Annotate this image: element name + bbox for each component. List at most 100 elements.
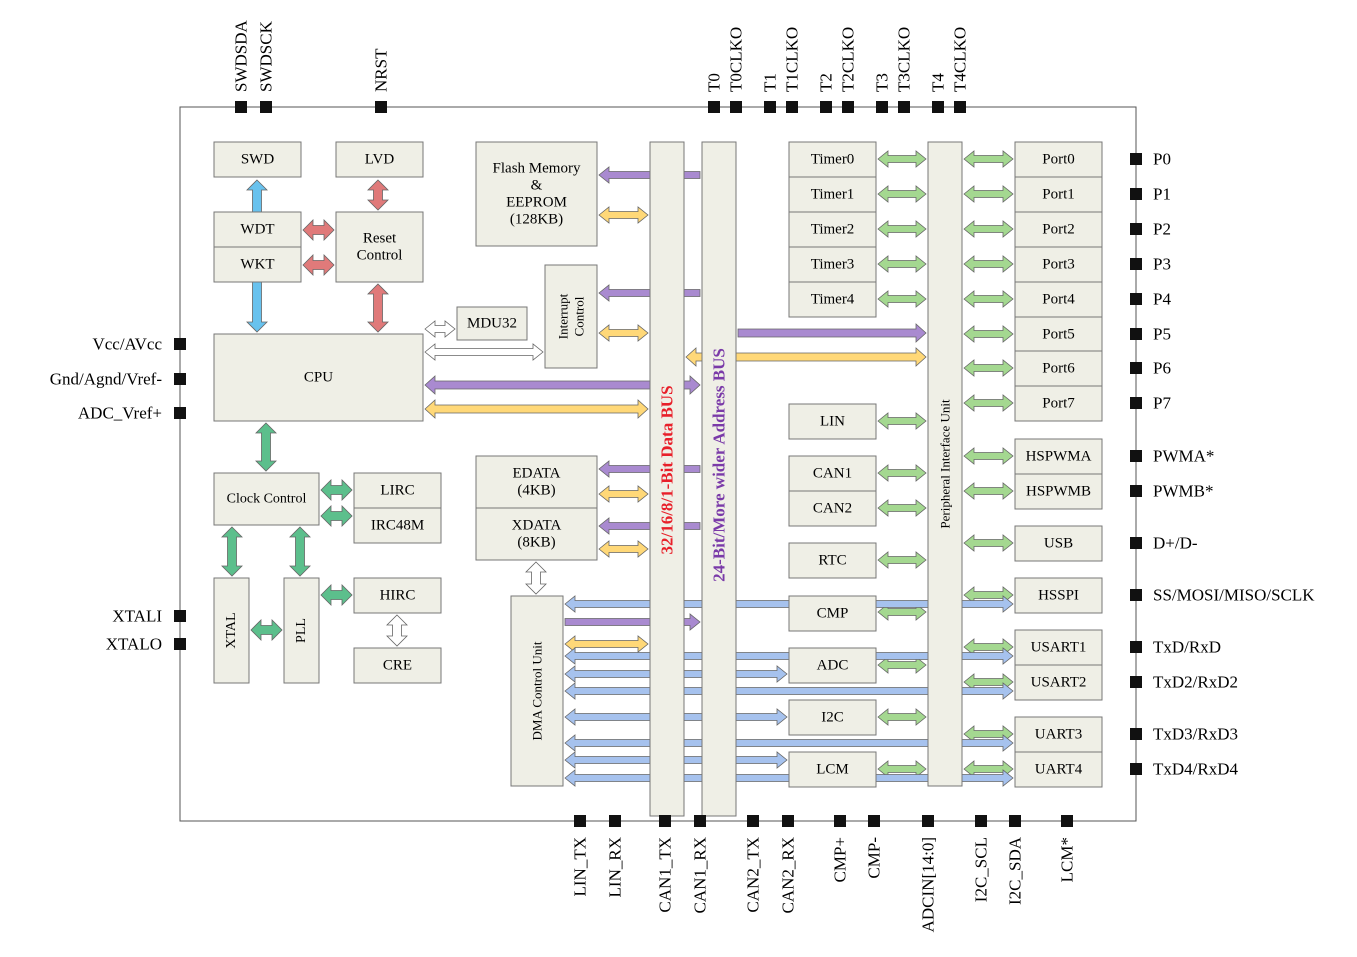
pin-top-t4 <box>932 101 944 113</box>
piu-periph-arrow-2 <box>963 534 1014 552</box>
peripheral-interface-unit <box>927 141 963 787</box>
pin-left-vcc-avcc <box>174 338 186 350</box>
wkt-block <box>213 246 302 283</box>
rtc-block <box>788 542 877 579</box>
lvd-reset-arrow <box>367 179 389 211</box>
xdata-dma-arrow <box>525 561 547 595</box>
piu-periph-arrow-6 <box>963 725 1014 743</box>
pin-right-txd4-rxd4 <box>1130 763 1142 775</box>
pin-right-ss-mosi-miso-sclk <box>1130 589 1142 601</box>
label-top-t0clko: T0CLKO <box>727 27 746 92</box>
pin-right-d-d <box>1130 537 1142 549</box>
cmp-block-label: CMP <box>817 606 849 622</box>
port-block-0-label: Port0 <box>1042 152 1075 168</box>
interrupt-control-block-label-1: Interrupt <box>556 293 571 339</box>
pll-block-label: PLL <box>294 618 309 643</box>
clock-pll-arrow <box>289 526 311 577</box>
piu-periph-arrow-3 <box>963 586 1014 604</box>
pin-top-t1 <box>764 101 776 113</box>
lirc-block <box>353 472 442 509</box>
pll-block <box>283 577 320 684</box>
timer-block-4 <box>788 281 877 318</box>
label-right-p1: P1 <box>1153 185 1171 204</box>
swd-block-label: SWD <box>241 152 275 168</box>
rtc-block-label: RTC <box>818 553 846 569</box>
port-block-7 <box>1014 385 1103 422</box>
chip-outline <box>179 106 1137 822</box>
pin-right-pwmb <box>1130 485 1142 497</box>
mdu32-block-label: MDU32 <box>467 316 517 332</box>
label-right-txd4-rxd4: TxD4/RxD4 <box>1153 760 1239 779</box>
timer-block-1-label: Timer1 <box>811 187 855 203</box>
pin-bottom-lin-rx <box>609 815 621 827</box>
mdu32-block <box>456 306 528 341</box>
flash-memory-block <box>475 141 598 247</box>
label-bottom-lin-rx: LIN_RX <box>606 837 625 897</box>
timer-piu-arrow-4 <box>877 290 927 308</box>
edata-block-label-2: (4KB) <box>517 483 555 499</box>
pin-bottom-can1-tx <box>659 815 671 827</box>
piu-port-arrow-1 <box>963 185 1014 203</box>
label-right-p7: P7 <box>1153 394 1171 413</box>
address-piu-arrow <box>737 323 927 343</box>
label-right-pwma: PWMA* <box>1153 447 1214 466</box>
pll-hirc-arrow <box>320 584 353 606</box>
dma-control-block-label: DMA Control Unit <box>530 641 545 740</box>
port-block-4-label: Port4 <box>1042 292 1075 308</box>
piu-periph-arrow-5 <box>963 673 1014 691</box>
label-right-txd3-rxd3: TxD3/RxD3 <box>1153 725 1238 744</box>
pin-right-p3 <box>1130 258 1142 270</box>
piu-port-arrow-2 <box>963 220 1014 238</box>
clock-xtal-arrow <box>221 526 243 577</box>
xdata-data-arrow <box>598 540 649 558</box>
label-bottom-can1-rx: CAN1_RX <box>691 837 710 914</box>
irc48m-block-label: IRC48M <box>371 518 424 534</box>
irc48m-block <box>353 507 442 544</box>
flash-data-arrow <box>598 206 649 224</box>
edata-block-label-1: EDATA <box>513 466 561 482</box>
swd-block <box>213 141 302 178</box>
periph-piu-arrow-5 <box>877 656 927 674</box>
hsspi-block <box>1014 577 1103 614</box>
i2c-block <box>788 699 877 736</box>
dma-uart3-arrow <box>564 734 1014 752</box>
timer-piu-arrow-3 <box>877 255 927 273</box>
pin-right-txd-rxd <box>1130 641 1142 653</box>
timer-block-0-label: Timer0 <box>811 152 855 168</box>
label-top-t0: T0 <box>705 73 724 92</box>
edata-data-arrow <box>598 485 649 503</box>
piu-port-arrow-6 <box>963 359 1014 377</box>
timer-piu-arrow-2 <box>877 220 927 238</box>
piu-periph-arrow-7 <box>963 760 1014 778</box>
cre-block-label: CRE <box>383 658 412 674</box>
port-block-5-label: Port5 <box>1042 327 1075 343</box>
dma-control-block <box>510 595 564 787</box>
usb-block-label: USB <box>1044 536 1073 552</box>
port-block-3-label: Port3 <box>1042 257 1075 273</box>
timer-piu-arrow-0 <box>877 150 927 168</box>
cpu-address-bus-arrow <box>424 375 701 395</box>
label-left-xtalo: XTALO <box>106 635 162 654</box>
label-bottom-adcin-14-0: ADCIN[14:0] <box>919 837 938 932</box>
label-bottom-i2c-scl: I2C_SCL <box>972 837 991 902</box>
reset-control-block-label-2: Control <box>357 248 403 264</box>
xdata-block-label-2: (8KB) <box>517 535 555 551</box>
hspwmb-block <box>1014 473 1103 510</box>
dma-usart2-arrow <box>564 682 1014 700</box>
pin-bottom-lin-tx <box>574 815 586 827</box>
periph-piu-arrow-2 <box>877 499 927 517</box>
pin-left-adc-vref <box>174 407 186 419</box>
uart4-block <box>1014 751 1103 788</box>
dma-address-arrow <box>564 613 701 631</box>
xdata-block-label-1: XDATA <box>512 518 562 534</box>
uart4-block-label: UART4 <box>1035 762 1083 778</box>
label-right-ss-mosi-miso-sclk: SS/MOSI/MISO/SCLK <box>1153 586 1315 605</box>
usart1-block-label: USART1 <box>1031 640 1087 656</box>
lvd-block <box>335 141 424 178</box>
label-right-pwmb: PWMB* <box>1153 482 1213 501</box>
address-bus-label: 24-Bit/More wider Address BUS <box>710 348 729 582</box>
pin-top-t2clko <box>842 101 854 113</box>
port-block-1 <box>1014 176 1103 213</box>
pin-right-p6 <box>1130 362 1142 374</box>
